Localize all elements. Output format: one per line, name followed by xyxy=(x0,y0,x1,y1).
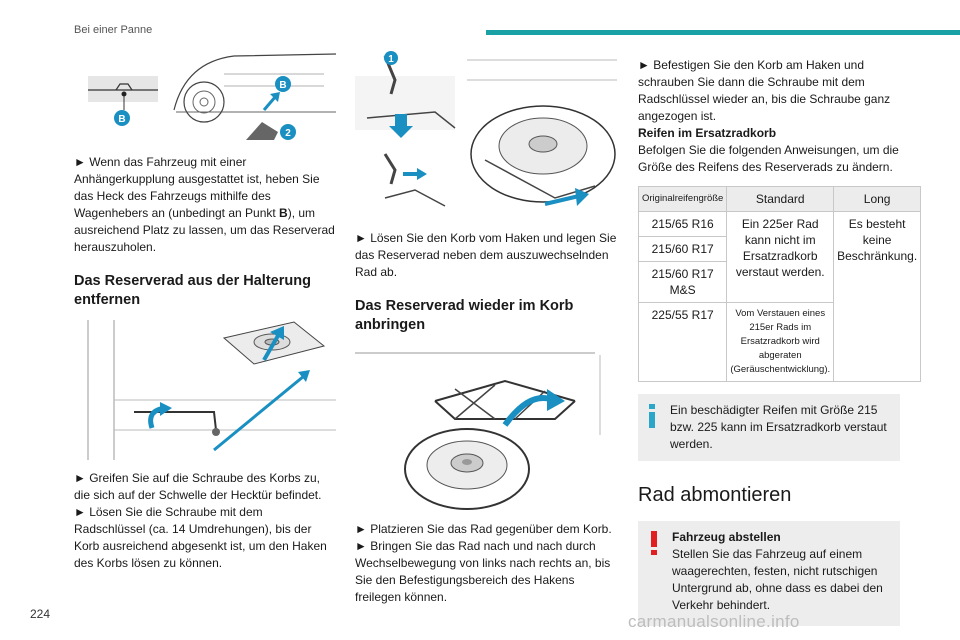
paragraph-towbar-part2: ), um ausreichend Platz zu lassen, um da… xyxy=(74,206,335,254)
paragraph-tyre-instructions: Befolgen Sie die folgenden Anweisungen, … xyxy=(638,143,899,174)
warning-text: Stellen Sie das Fahrzeug auf einem waage… xyxy=(672,547,883,612)
column-right: ► Befestigen Sie den Korb am Haken und s… xyxy=(637,50,922,626)
heading-refit-spare: Das Reserverad wieder im Korb anbringen xyxy=(355,298,574,333)
info-icon xyxy=(649,404,655,428)
tyre-size-table: Originalreifengröße Standard Long 215/65… xyxy=(637,186,922,382)
standard-merged-cell: Ein 225er Rad kann nicht im Ersatzradkor… xyxy=(726,211,835,303)
illustration-basket-screw xyxy=(74,320,336,460)
label-b-left: B xyxy=(118,114,125,125)
info-text: Ein beschädigter Reifen mit Größe 215 bz… xyxy=(670,403,887,451)
subheading-tyres-basket: Reifen im Ersatzradkorb xyxy=(638,126,777,140)
table-row: 215/60 R17 M&S xyxy=(637,261,921,303)
label-b-right: B xyxy=(279,80,286,91)
table-row: 215/60 R17 xyxy=(637,236,921,262)
paragraph-towbar: ► Wenn das Fahrzeug mit einer Anhängerku… xyxy=(74,154,336,256)
table-header-row: Originalreifengröße Standard Long xyxy=(637,186,922,212)
paragraph-fix-basket: ► Befestigen Sie den Korb am Haken und s… xyxy=(638,58,891,123)
tyre-size-cell: 215/60 R17 xyxy=(637,236,728,262)
illustration-place-wheel xyxy=(355,345,617,515)
paragraph-fit-wheel: ► Bringen Sie das Rad nach und nach durc… xyxy=(355,539,611,604)
tyre-size-cell: 215/60 R17 M&S xyxy=(637,261,728,303)
header-accent-bar xyxy=(486,30,960,35)
header-standard: Standard xyxy=(726,186,835,212)
page-number: 224 xyxy=(30,607,51,621)
standard-last-cell: Vom Verstauen eines 215er Rads im Ersatz… xyxy=(726,302,835,382)
heading-remove-wheel: Rad abmontieren xyxy=(638,484,792,506)
paragraph-loosen-screw: ► Lösen Sie die Schraube mit dem Radschl… xyxy=(74,505,327,570)
paragraph-towbar-part1: ► Wenn das Fahrzeug mit einer Anhängerku… xyxy=(74,155,320,220)
warning-box: Fahrzeug abstellen Stellen Sie das Fahrz… xyxy=(638,521,900,626)
watermark: carmanualsonline.info xyxy=(628,612,800,631)
tyre-size-cell: 225/55 R17 xyxy=(637,302,728,382)
paragraph-place-wheel: ► Platzieren Sie das Rad gegenüber dem K… xyxy=(355,522,612,536)
illustration-release-hook: 1 xyxy=(355,50,617,222)
paragraph-towbar-bold: B xyxy=(279,206,288,220)
label-2: 2 xyxy=(285,128,291,139)
section-title: Bei einer Panne xyxy=(74,24,153,36)
table-row: 215/65 R16 Ein 225er Rad kann nicht im E… xyxy=(637,211,922,382)
info-box: Ein beschädigter Reifen mit Größe 215 bz… xyxy=(638,394,900,461)
column-middle: 1 ► Lösen Sie den Korb vom Haken und leg… xyxy=(355,50,617,606)
header-long: Long xyxy=(833,186,922,212)
label-1: 1 xyxy=(388,54,394,65)
warning-icon xyxy=(651,531,657,555)
long-merged-cell: Es besteht keine Beschränkung. xyxy=(833,211,922,382)
column-left: B B 2 ► Wenn das Fahrzeug mit einer Anhä… xyxy=(74,50,336,572)
illustration-jack-point: B B 2 xyxy=(74,50,336,140)
paragraph-access-screw: ► Greifen Sie auf die Schraube des Korbs… xyxy=(74,471,322,502)
header-original-size: Originalreifengröße xyxy=(637,186,728,212)
warning-title: Fahrzeug abstellen xyxy=(672,530,781,544)
table-row: 225/55 R17 Vom Verstauen eines 215er Rad… xyxy=(637,302,921,382)
paragraph-release-basket: ► Lösen Sie den Korb vom Haken und legen… xyxy=(355,231,617,279)
heading-remove-spare: Das Reserverad aus der Halterung entfern… xyxy=(74,273,311,308)
tyre-size-cell: 215/65 R16 xyxy=(637,211,728,237)
